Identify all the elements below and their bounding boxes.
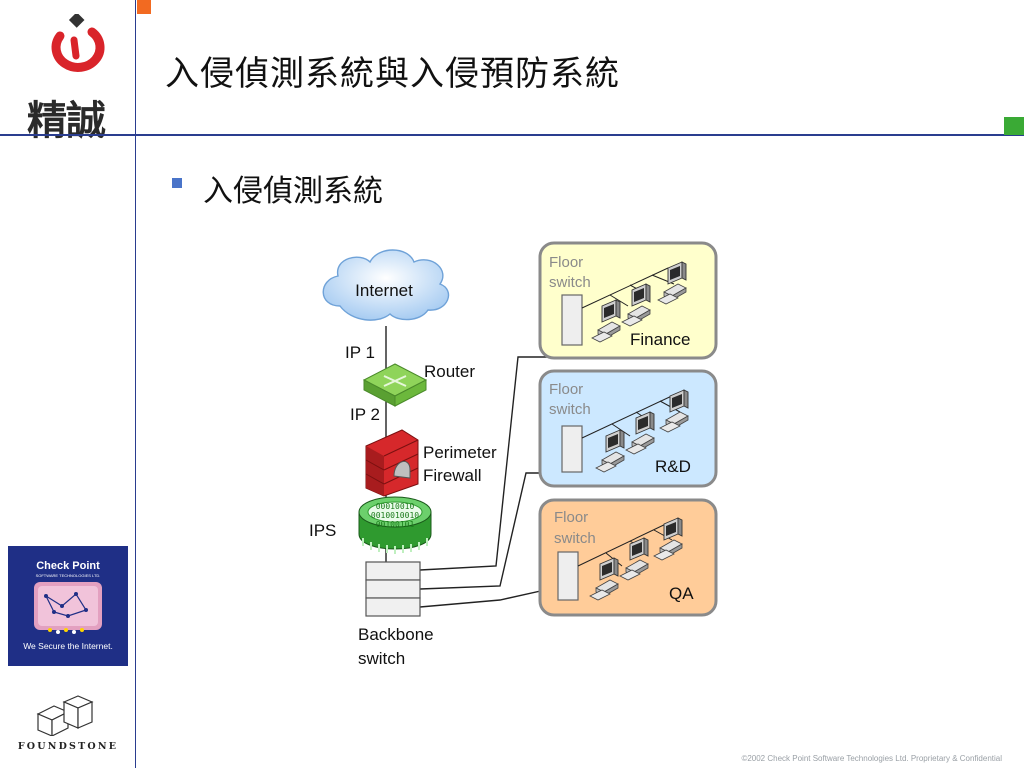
ips-label: IPS <box>309 521 336 540</box>
internet-cloud-icon <box>322 249 450 321</box>
floor-switch-label-line1: Floor <box>549 254 583 271</box>
sidebar: 精誠 Check Point SOFTWARE TECHNOLOGIES LTD… <box>0 0 136 768</box>
firewall-label-line1: Perimeter <box>423 443 497 462</box>
floor-switch-icon <box>561 425 583 473</box>
link-qa <box>419 587 555 608</box>
backbone-label-line1: Backbone <box>358 625 434 644</box>
ips-binary-1: 00010010 <box>376 502 415 511</box>
footer-copyright: ©2002 Check Point Software Technologies … <box>741 754 1002 763</box>
firewall-icon <box>365 429 419 497</box>
backbone-label-line2: switch <box>358 649 405 668</box>
floor-switch-label-line2: switch <box>549 274 591 291</box>
slide-title: 入侵偵測系統與入侵預防系統 <box>165 54 620 94</box>
checkpoint-subtitle: SOFTWARE TECHNOLOGIES LTD. <box>35 573 101 578</box>
segment-qa: Floor switch QA <box>538 498 718 617</box>
firewall-label-line2: Firewall <box>423 466 482 485</box>
floor-switch-label-line2: switch <box>554 530 596 547</box>
router-icon <box>362 363 428 407</box>
checkpoint-tagline: We Secure the Internet. <box>23 641 113 651</box>
foundstone-name: FOUNDSTONE <box>17 741 119 752</box>
checkpoint-network-icon <box>34 582 102 634</box>
floor-switch-label-line1: Floor <box>554 509 588 526</box>
ips-binary-2: 0010010010 <box>371 511 419 520</box>
floor-switch-icon <box>561 294 583 346</box>
dept-label-qa: QA <box>669 584 694 603</box>
floor-switch-label-line2: switch <box>549 401 591 418</box>
segment-finance: Floor switch Finance <box>538 241 718 360</box>
router-label: Router <box>424 362 475 381</box>
link-finance <box>419 356 572 571</box>
accent-square-orange <box>137 0 151 14</box>
internet-label: Internet <box>355 281 413 300</box>
segment-rnd: Floor switch R&D <box>538 369 718 488</box>
ips-binary-3: 00100101 <box>376 520 415 529</box>
accent-square-green <box>1004 117 1024 135</box>
checkpoint-brand: Check Point <box>36 560 100 572</box>
ips-icon: 00010010 0010010010 00100101 <box>358 496 432 554</box>
checkpoint-logo: Check Point SOFTWARE TECHNOLOGIES LTD. W… <box>8 546 128 666</box>
company-logo-icon <box>51 14 105 72</box>
header-divider <box>0 134 1024 136</box>
company-logo-text: 精誠 <box>27 98 106 144</box>
dept-label-finance: Finance <box>630 330 690 349</box>
bullet-marker <box>172 178 182 188</box>
bullet-text: 入侵偵測系統 <box>203 174 383 209</box>
backbone-switch-icon <box>365 561 421 617</box>
ip2-label: IP 2 <box>350 405 380 424</box>
dept-label-rnd: R&D <box>655 457 691 476</box>
ip1-label: IP 1 <box>345 343 375 362</box>
floor-switch-icon <box>557 551 579 601</box>
foundstone-logo-icon <box>36 695 94 736</box>
floor-switch-label-line1: Floor <box>549 381 583 398</box>
